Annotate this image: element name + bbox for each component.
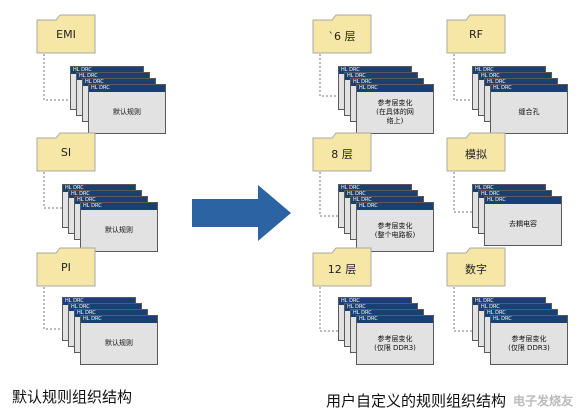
folder-8-layer: 8 层 [312, 132, 372, 172]
document-window-front: HL DRC 参考层变化 (在具体的网 络上) [356, 84, 434, 134]
window-title: HL DRC [75, 197, 147, 204]
folder-label: 数字 [465, 263, 487, 276]
folder-6-layer: `6 层 [312, 14, 372, 54]
document-text: 去耦电容 [509, 220, 537, 228]
document-window-front: HL DRC 默认规则 [80, 315, 158, 365]
window-title: HL DRC [75, 310, 147, 317]
window-title: HL DRC [345, 304, 417, 311]
window-title: HL DRC [479, 191, 551, 198]
tree-connector [319, 287, 344, 332]
tree-connector [453, 54, 478, 101]
left-caption: 默认规则组织结构 [12, 388, 133, 406]
document-window-front: HL DRC 去耦电容 [484, 196, 562, 246]
folder-12-layer: 12 层 [312, 247, 372, 287]
folder-label: 12 层 [327, 263, 357, 276]
window-title: HL DRC [339, 185, 411, 192]
folder-label: SI [60, 146, 72, 159]
tree-connector [319, 54, 344, 97]
folder-emi: EMI [36, 14, 96, 54]
folder-si: SI [36, 132, 96, 172]
window-title: HL DRC [345, 73, 417, 80]
window-title: HL DRC [351, 197, 423, 204]
document-window-front: HL DRC 默认规则 [80, 202, 158, 252]
folder-analog: 模拟 [446, 132, 506, 172]
document-window-front: HL DRC 参考层变化 (仅限 DDR3) [356, 315, 434, 365]
folder-label: 模拟 [465, 148, 487, 161]
window-title: HL DRC [83, 79, 155, 86]
window-title: HL DRC [351, 79, 423, 86]
document-text: 默认规则 [105, 226, 133, 234]
watermark: 电子发烧友 [512, 394, 573, 408]
window-title: HL DRC [473, 298, 545, 305]
window-title: HL DRC [63, 185, 135, 192]
document-window-front: HL DRC 缝合孔 [490, 84, 568, 134]
folder-pi: PI [36, 247, 96, 287]
window-title: HL DRC [339, 67, 411, 74]
window-title: HL DRC [339, 298, 411, 305]
window-title: HL DRC [81, 316, 157, 323]
window-title: HL DRC [473, 67, 545, 74]
document-window-front: HL DRC 参考层变化 (仅限 DDR3) [490, 315, 568, 365]
document-window-front: HL DRC 参考层变化 (整个电路板) [356, 202, 434, 252]
window-title: HL DRC [77, 73, 149, 80]
right-arrow-icon [192, 185, 292, 245]
window-title: HL DRC [357, 316, 433, 323]
window-title: HL DRC [479, 73, 551, 80]
tree-connector [453, 287, 478, 332]
document-text: 缝合孔 [518, 108, 540, 116]
window-title: HL DRC [63, 298, 135, 305]
window-title: HL DRC [479, 304, 551, 311]
tree-connector [43, 287, 68, 330]
document-text: 参考层变化 (在具体的网 络上) [376, 99, 414, 125]
window-title: HL DRC [69, 191, 141, 198]
window-title: HL DRC [71, 67, 143, 74]
document-text: 参考层变化 (仅限 DDR3) [374, 334, 416, 352]
window-title: HL DRC [473, 185, 545, 192]
window-title: HL DRC [485, 197, 561, 204]
window-title: HL DRC [485, 79, 557, 86]
document-text: 默认规则 [105, 339, 133, 347]
document-text: 默认规则 [113, 108, 141, 116]
tree-connector [453, 172, 478, 213]
window-title: HL DRC [357, 85, 433, 92]
folder-label: RF [469, 28, 483, 41]
window-title: HL DRC [345, 191, 417, 198]
tree-connector [43, 172, 68, 209]
right-caption: 用户自定义的规则组织结构 [326, 392, 507, 410]
document-window-front: HL DRC 默认规则 [88, 84, 166, 134]
window-title: HL DRC [491, 316, 567, 323]
window-title: HL DRC [89, 85, 165, 92]
document-text: 参考层变化 (仅限 DDR3) [508, 334, 550, 352]
folder-digital: 数字 [446, 247, 506, 287]
window-title: HL DRC [357, 203, 433, 210]
document-text: 参考层变化 (整个电路板) [374, 221, 416, 239]
folder-label: EMI [56, 28, 76, 41]
folder-label: 8 层 [331, 148, 353, 161]
folder-label: `6 层 [328, 30, 356, 43]
folder-rf: RF [446, 14, 506, 54]
window-title: HL DRC [485, 310, 557, 317]
window-title: HL DRC [491, 85, 567, 92]
window-title: HL DRC [69, 304, 141, 311]
tree-connector [319, 172, 344, 217]
tree-connector [43, 54, 68, 101]
folder-label: PI [61, 261, 71, 274]
window-title: HL DRC [351, 310, 423, 317]
window-title: HL DRC [81, 203, 157, 210]
